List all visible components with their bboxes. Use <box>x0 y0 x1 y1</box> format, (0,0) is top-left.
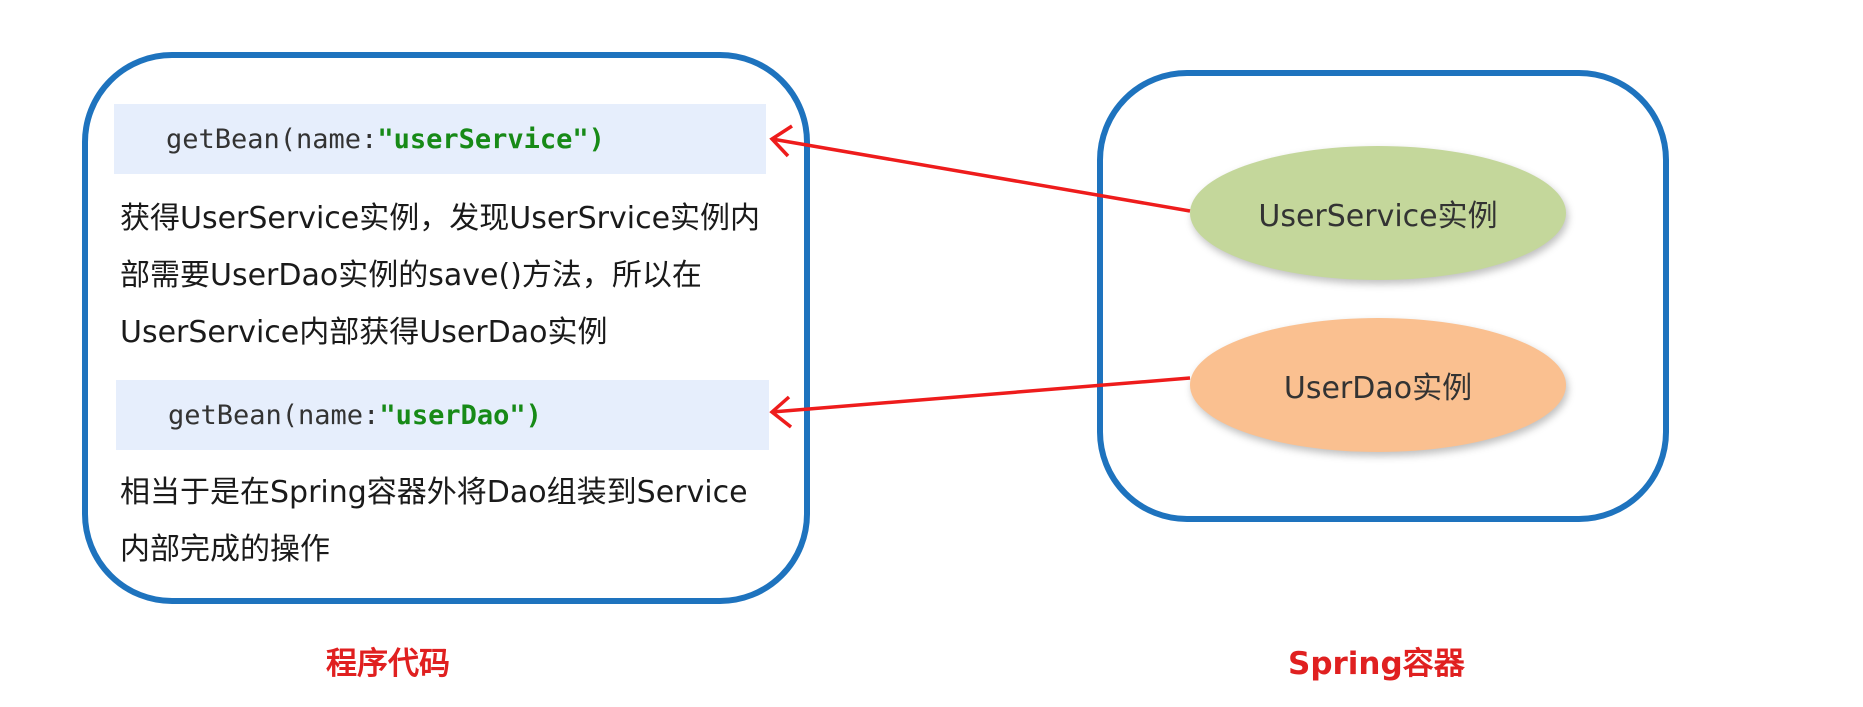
userservice-description: 获得UserService实例，发现UserSrvice实例内 部需要UserD… <box>120 190 760 361</box>
get-bean-userservice-code: getBean(name:"userService") <box>114 104 766 174</box>
description-line: 内部完成的操作 <box>120 532 330 567</box>
spring-container-panel <box>1097 70 1669 522</box>
code-string-literal: "userDao") <box>379 399 542 431</box>
description-line: 获得UserService实例，发现UserSrvice实例内 <box>120 201 761 236</box>
get-bean-userdao-code: getBean(name:"userDao") <box>116 380 769 450</box>
description-line: 相当于是在Spring容器外将Dao组装到Service <box>120 475 748 510</box>
description-line: UserService内部获得UserDao实例 <box>120 315 608 350</box>
code-prefix: getBean(name: <box>168 399 380 431</box>
code-string-literal: "userService") <box>377 123 605 155</box>
userdao-instance-node: UserDao实例 <box>1190 318 1566 452</box>
code-prefix: getBean(name: <box>166 123 378 155</box>
program-code-caption: 程序代码 <box>326 646 450 682</box>
spring-container-caption: Spring容器 <box>1288 646 1465 682</box>
userservice-instance-node: UserService实例 <box>1190 146 1566 280</box>
assembly-description: 相当于是在Spring容器外将Dao组装到Service 内部完成的操作 <box>120 464 748 578</box>
description-line: 部需要UserDao实例的save()方法，所以在 <box>120 258 702 293</box>
